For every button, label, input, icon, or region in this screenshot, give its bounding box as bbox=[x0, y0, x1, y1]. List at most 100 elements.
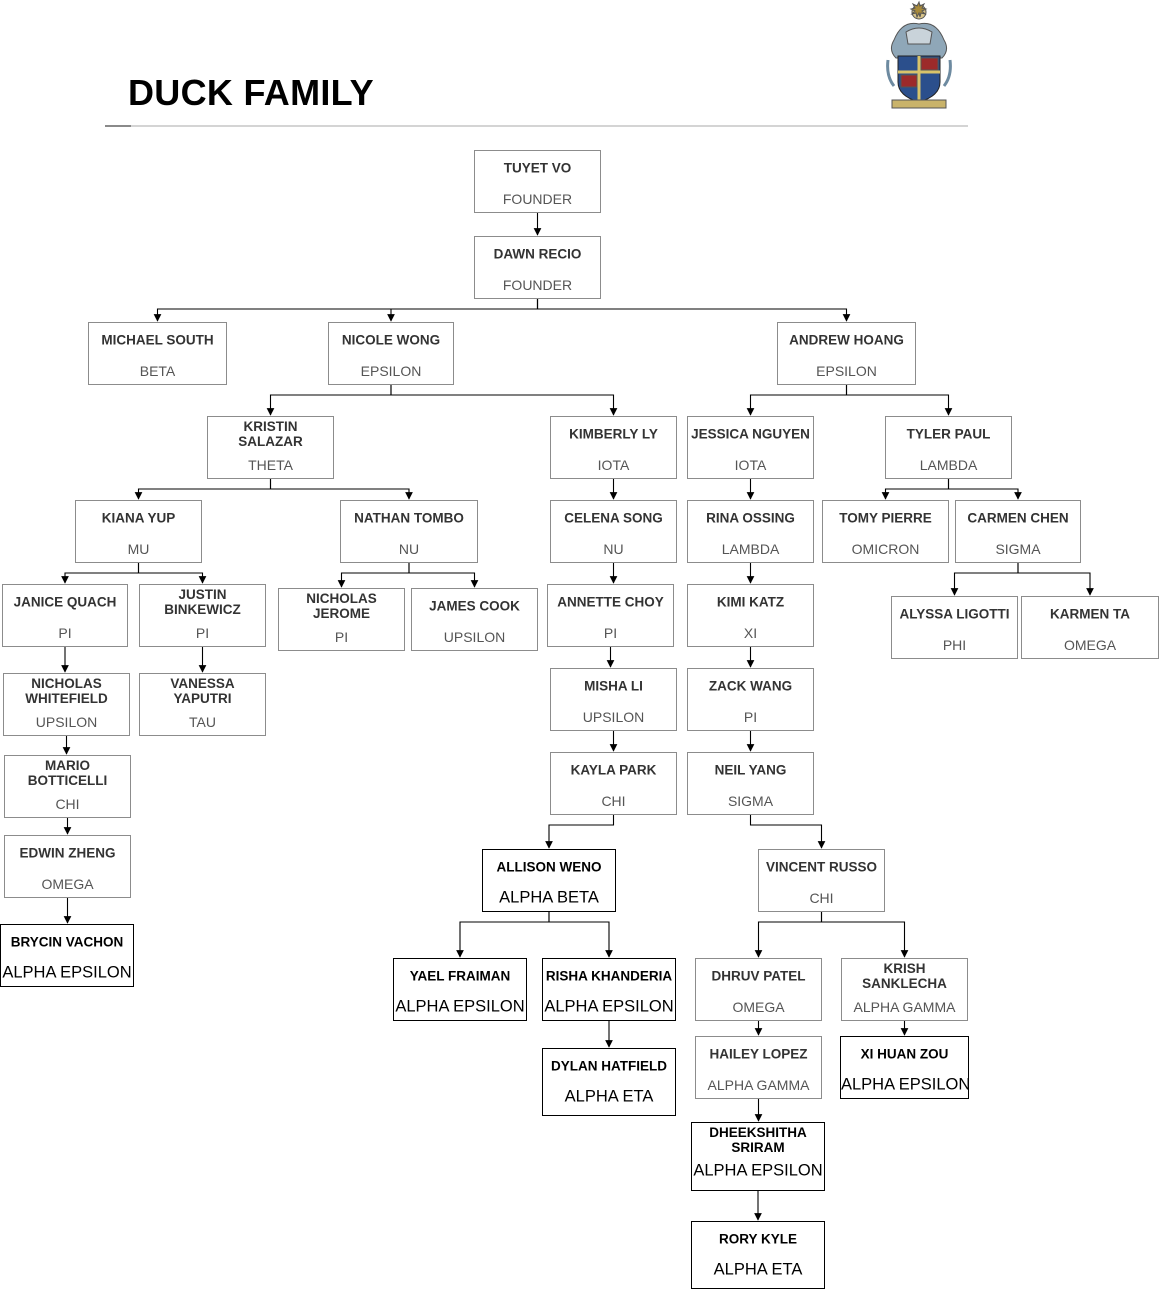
member-chapter: EPSILON bbox=[360, 363, 422, 379]
member-chapter: SIGMA bbox=[995, 541, 1041, 557]
title-divider bbox=[105, 125, 968, 127]
member-chapter: OMICRON bbox=[851, 541, 920, 557]
connector-kristin-salazar-to-kiana-yup bbox=[134, 479, 272, 500]
member-rory-kyle: RORY KYLE ALPHA ETA bbox=[691, 1221, 825, 1289]
member-name: NICHOLAS WHITEFIELD bbox=[25, 676, 108, 706]
connector-allison-weno-to-risha-khanderia bbox=[548, 912, 613, 958]
member-carmen-chen: CARMEN CHEN SIGMA bbox=[955, 500, 1081, 563]
member-celena-song: CELENA SONG NU bbox=[550, 500, 677, 563]
member-chapter: LAMBDA bbox=[919, 457, 978, 473]
member-chapter: LAMBDA bbox=[721, 541, 780, 557]
member-chapter: PHI bbox=[942, 637, 967, 653]
member-chapter: PI bbox=[58, 625, 72, 641]
member-janice-quach: JANICE QUACH PI bbox=[2, 584, 128, 647]
member-name: NICOLE WONG bbox=[341, 332, 441, 348]
member-name: MARIO BOTTICELLI bbox=[27, 758, 108, 788]
member-nathan-tombo: NATHAN TOMBO NU bbox=[340, 500, 478, 563]
member-name: VANESSA YAPUTRI bbox=[170, 676, 235, 706]
member-name: CELENA SONG bbox=[564, 510, 663, 526]
member-chapter: OMEGA bbox=[41, 876, 94, 892]
member-chapter: THETA bbox=[248, 457, 293, 473]
member-name: ALYSSA LIGOTTI bbox=[899, 606, 1010, 622]
member-name: JESSICA NGUYEN bbox=[691, 426, 810, 442]
member-yael-fraiman: YAEL FRAIMAN ALPHA EPSILON bbox=[393, 958, 527, 1021]
member-name: XI HUAN ZOU bbox=[860, 1046, 949, 1062]
member-name: VINCENT RUSSO bbox=[765, 859, 877, 875]
member-chapter: ALPHA ETA bbox=[713, 1260, 803, 1279]
connector-neil-yang-to-vincent-russo bbox=[749, 815, 826, 849]
member-chapter: ALPHA GAMMA bbox=[707, 1077, 810, 1093]
member-chapter: ALPHA GAMMA bbox=[853, 999, 956, 1015]
member-chapter: NU bbox=[603, 541, 624, 557]
member-chapter: OMEGA bbox=[1063, 637, 1117, 653]
member-chapter: ALPHA EPSILON bbox=[841, 1075, 971, 1094]
connector-kayla-park-to-allison-weno bbox=[545, 815, 615, 849]
member-name: DHEEKSHITHA SRIRAM bbox=[709, 1125, 807, 1155]
member-name: MISHA LI bbox=[584, 678, 643, 694]
member-name: DAWN RECIO bbox=[493, 246, 582, 262]
member-name: JANICE QUACH bbox=[13, 594, 117, 610]
member-name: ANNETTE CHOY bbox=[557, 594, 664, 610]
member-chapter: PI bbox=[603, 625, 618, 641]
member-annette-choy: ANNETTE CHOY PI bbox=[547, 584, 674, 647]
member-name: HAILEY LOPEZ bbox=[709, 1046, 808, 1062]
page-title: DUCK FAMILY bbox=[128, 72, 374, 113]
member-chapter: UPSILON bbox=[443, 629, 506, 645]
member-neil-yang: NEIL YANG SIGMA bbox=[687, 752, 814, 815]
member-name: KAYLA PARK bbox=[570, 762, 657, 778]
connector-andrew-hoang-to-jessica-nguyen bbox=[746, 385, 848, 416]
member-alyssa-ligotti: ALYSSA LIGOTTI PHI bbox=[891, 596, 1018, 659]
member-name: EDWIN ZHENG bbox=[19, 845, 116, 861]
member-name: KIMI KATZ bbox=[716, 594, 785, 610]
connector-andrew-hoang-to-tyler-paul bbox=[845, 385, 953, 416]
member-name: NICHOLAS JEROME bbox=[306, 591, 377, 621]
member-name: MICHAEL SOUTH bbox=[101, 332, 214, 348]
member-chapter: ALPHA EPSILON bbox=[693, 1161, 823, 1180]
member-krish-sanklecha: KRISH SANKLECHA ALPHA GAMMA bbox=[841, 958, 968, 1021]
member-chapter: ALPHA EPSILON bbox=[395, 997, 525, 1016]
member-name: KARMEN TA bbox=[1050, 606, 1130, 622]
member-name: ALLISON WENO bbox=[496, 859, 602, 875]
member-name: YAEL FRAIMAN bbox=[409, 968, 511, 984]
member-name: NEIL YANG bbox=[714, 762, 787, 778]
member-nicole-wong: NICOLE WONG EPSILON bbox=[328, 322, 454, 385]
member-name: BRYCIN VACHON bbox=[10, 934, 124, 950]
member-name: KRISH SANKLECHA bbox=[862, 961, 947, 991]
member-michael-south: MICHAEL SOUTH BETA bbox=[88, 322, 227, 385]
member-chapter: ALPHA BETA bbox=[499, 888, 599, 907]
connector-vincent-russo-to-krish-sanklecha bbox=[820, 912, 909, 958]
member-chapter: UPSILON bbox=[582, 709, 645, 725]
member-chapter: BETA bbox=[139, 363, 176, 379]
member-chapter: NU bbox=[398, 541, 420, 557]
connector-nicole-wong-to-kristin-salazar bbox=[266, 385, 392, 416]
member-name: DHRUV PATEL bbox=[711, 968, 806, 984]
connector-dawn-recio-to-nicole-wong bbox=[387, 299, 539, 322]
member-name: RORY KYLE bbox=[718, 1231, 797, 1247]
member-hailey-lopez: HAILEY LOPEZ ALPHA GAMMA bbox=[695, 1036, 822, 1099]
connector-tyler-paul-to-tomy-pierre bbox=[881, 479, 950, 500]
connector-kiana-yup-to-janice-quach bbox=[61, 563, 140, 584]
connector-dawn-recio-to-andrew-hoang bbox=[536, 299, 851, 322]
member-name: JAMES COOK bbox=[429, 598, 520, 614]
member-chapter: CHI bbox=[601, 793, 626, 809]
member-chapter: IOTA bbox=[734, 457, 767, 473]
member-chapter: IOTA bbox=[597, 457, 630, 473]
member-chapter: ALPHA ETA bbox=[564, 1087, 654, 1106]
member-chapter: PI bbox=[743, 709, 758, 725]
member-name: CARMEN CHEN bbox=[967, 510, 1069, 526]
member-james-cook: JAMES COOK UPSILON bbox=[411, 588, 538, 651]
member-name: RISHA KHANDERIA bbox=[545, 968, 673, 984]
member-name: NATHAN TOMBO bbox=[354, 510, 464, 526]
member-chapter: SIGMA bbox=[727, 793, 774, 809]
